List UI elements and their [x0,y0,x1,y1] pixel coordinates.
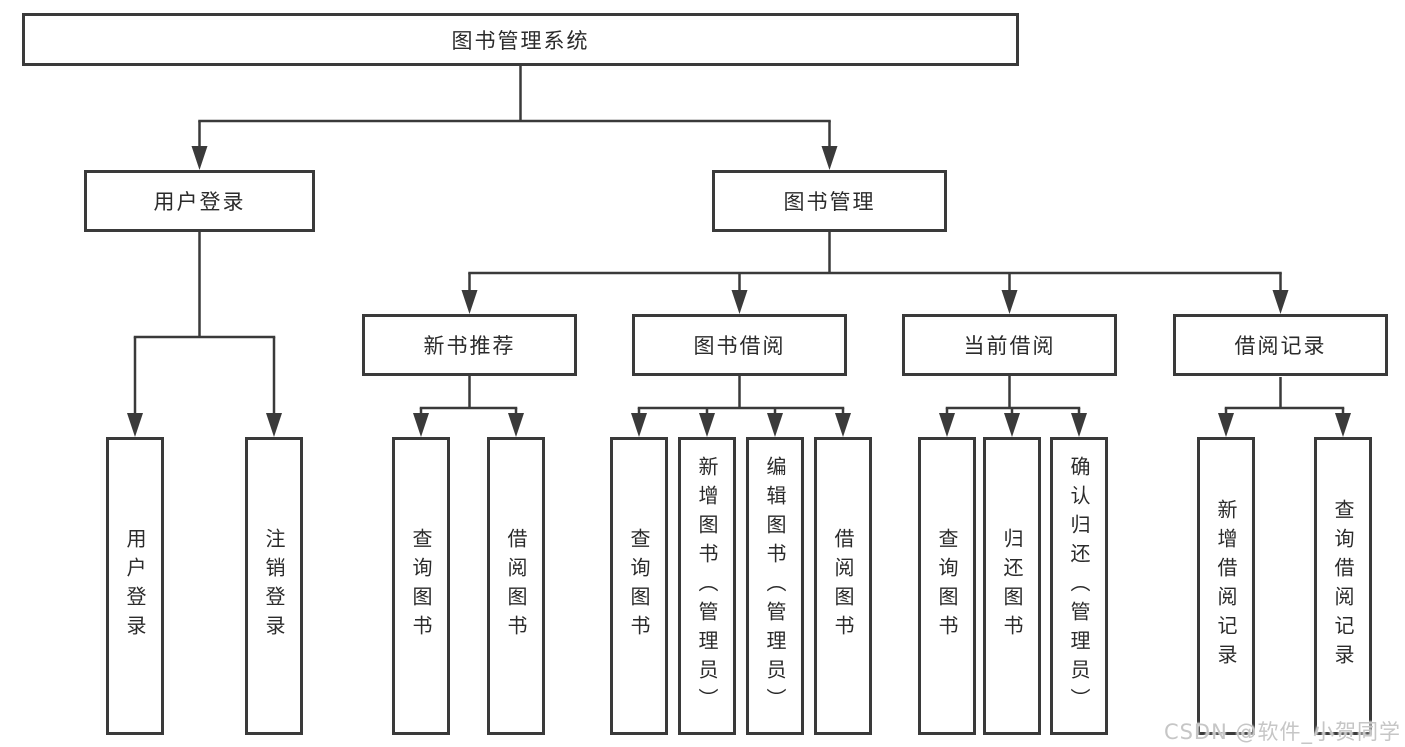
connector-book-mgmt-to-level3 [461,232,1289,314]
leaf-borrow-books-recommend: 借阅图书 [487,437,545,735]
node-label: 用户登录 [123,528,147,644]
node-label: 图书管理系统 [451,28,590,53]
node-label: 图书借阅 [693,334,786,358]
leaf-query-borrow-record: 查询借阅记录 [1314,437,1372,735]
connector-borrow-record-to-leaves [1218,377,1351,437]
node-label: 查询图书 [409,528,433,644]
connector-root-to-level2 [191,66,838,170]
connector-current-borrow-to-leaves [939,376,1087,437]
node-label: 查询图书 [935,528,959,644]
leaf-user-login: 用户登录 [106,437,164,735]
node-user-login: 用户登录 [84,170,315,232]
node-label: 借阅记录 [1234,334,1327,358]
leaf-query-books-recommend: 查询图书 [392,437,450,735]
node-label: 注销登录 [262,528,286,644]
leaf-query-books-current: 查询图书 [918,437,976,735]
connector-new-book-to-leaves [413,376,524,437]
node-book-borrowing: 图书借阅 [632,314,847,376]
node-label: 归还图书 [1000,528,1024,644]
node-label: 借阅图书 [504,528,528,644]
node-label: 图书管理 [783,190,876,214]
node-current-borrowing: 当前借阅 [902,314,1117,376]
node-label: 确认归还（管理员） [1067,455,1091,717]
node-label: 新书推荐 [423,334,516,358]
csdn-watermark: CSDN @软件_小贺同学 [1163,720,1401,744]
node-label: 编辑图书（管理员） [763,455,787,717]
leaf-borrow-books-borrowing: 借阅图书 [814,437,872,735]
leaf-return-books: 归还图书 [983,437,1041,735]
node-borrowing-records: 借阅记录 [1173,314,1388,376]
node-label: 查询图书 [627,528,651,644]
leaf-logout: 注销登录 [245,437,303,735]
leaf-query-books-borrowing: 查询图书 [610,437,668,735]
node-label: 新增借阅记录 [1214,499,1238,673]
node-label: 当前借阅 [963,334,1056,358]
connector-book-borrow-to-leaves [631,376,851,437]
leaf-add-borrow-record: 新增借阅记录 [1197,437,1255,735]
node-label: 新增图书（管理员） [695,455,719,717]
leaf-add-books-admin: 新增图书（管理员） [678,437,736,735]
node-new-book-recommend: 新书推荐 [362,314,577,376]
node-library-system: 图书管理系统 [22,13,1019,66]
connector-user-login-to-leaves [127,232,282,437]
node-label: 借阅图书 [831,528,855,644]
node-label: 用户登录 [153,190,246,214]
leaf-confirm-return-admin: 确认归还（管理员） [1050,437,1108,735]
node-label: 查询借阅记录 [1331,499,1355,673]
node-book-management: 图书管理 [712,170,947,232]
leaf-edit-books-admin: 编辑图书（管理员） [746,437,804,735]
